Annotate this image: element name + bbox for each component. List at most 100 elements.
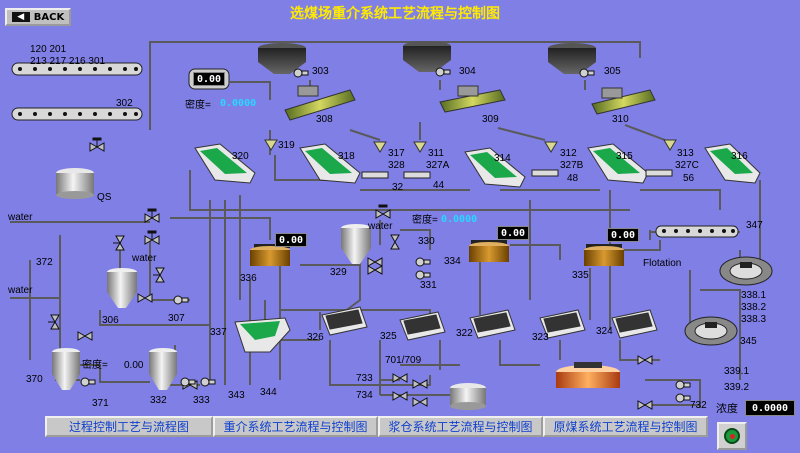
page-title: 选煤场重介系统工艺流程与控制图: [290, 6, 500, 22]
density-mid-value: 0.0000: [441, 214, 478, 225]
label-302: 302: [116, 98, 133, 109]
label-339-1: 339.1: [724, 366, 750, 377]
separators-small: [361, 169, 673, 179]
label-qs: QS: [97, 192, 112, 203]
label-330: 330: [418, 236, 435, 247]
back-label: BACK: [33, 11, 65, 23]
vessel-332: [149, 348, 177, 390]
label-322: 322: [456, 328, 473, 339]
bin-303: [258, 43, 306, 74]
label-306: 306: [102, 315, 119, 326]
bin-304: [403, 41, 451, 72]
label-310: 310: [612, 114, 629, 125]
concentration-label: 浓度: [716, 403, 738, 415]
label-304: 304: [459, 66, 476, 77]
concentration-display: 0.0000: [745, 400, 795, 416]
label-312: 312: [560, 148, 577, 159]
nav-dense-medium[interactable]: 重介系统工艺流程与控制图: [213, 416, 378, 437]
sump-334-display: 0.00: [497, 226, 529, 240]
bin-305: [548, 43, 596, 74]
density-mid-label: 密度=: [412, 215, 438, 226]
label-343: 343: [228, 390, 245, 401]
label-333: 333: [193, 395, 210, 406]
label-307: 307: [168, 313, 185, 324]
label-733: 733: [356, 373, 373, 384]
density-top-label: 密度=: [185, 100, 211, 111]
sump-336: [250, 244, 290, 266]
screen-316: [704, 143, 761, 184]
nav-process-control[interactable]: 过程控制工艺与流程图: [45, 416, 213, 437]
screen-325: [399, 311, 446, 341]
back-button[interactable]: ◀ BACK: [5, 8, 71, 26]
label-flotation: Flotation: [643, 258, 682, 269]
label-315: 315: [616, 151, 633, 162]
label-324: 324: [596, 326, 613, 337]
pumps: [80, 67, 691, 403]
stop-icon: [724, 428, 740, 444]
raw-coal-conveyor-301: [11, 62, 143, 76]
label-320: 320: [232, 151, 249, 162]
cyclone-309: [439, 85, 506, 113]
label-347: 347: [746, 220, 763, 231]
label-305: 305: [604, 66, 621, 77]
vessel-329: [341, 224, 371, 264]
screen-324: [611, 309, 658, 339]
filter-345: [684, 316, 738, 346]
label-323: 323: [532, 332, 549, 343]
screen-315: [587, 143, 649, 184]
label-water-2: water: [132, 253, 157, 264]
screen-314: [464, 147, 526, 188]
conveyor-numbers-row2: 213 217 216 301: [30, 56, 106, 67]
label-345: 345: [740, 336, 757, 347]
sieve-bends: [264, 139, 677, 153]
sump-336-display: 0.00: [275, 233, 307, 247]
label-313: 313: [677, 148, 694, 159]
sump-335-display: 0.00: [607, 228, 639, 242]
back-arrow-icon: ◀: [11, 12, 30, 22]
stop-button[interactable]: [717, 422, 747, 450]
screen-318: [299, 143, 361, 184]
label-311: 311: [428, 148, 444, 159]
conveyor-numbers-row1: 120 201: [30, 44, 67, 55]
label-331: 331: [420, 280, 437, 291]
label-701-709: 701/709: [385, 355, 422, 366]
screen-322: [469, 309, 516, 339]
top-meter-display: 0.00: [193, 72, 225, 86]
label-338-1: 338.1: [741, 290, 767, 301]
screen-323: [539, 309, 586, 339]
label-372: 372: [36, 257, 53, 268]
label-734: 734: [356, 390, 373, 401]
label-44: 44: [433, 180, 445, 191]
cyclone-310: [591, 87, 656, 115]
conveyor-302: [11, 107, 143, 121]
pipe-network: [10, 41, 761, 408]
vessel-370: [52, 348, 80, 390]
screen-337: [234, 317, 291, 353]
screen-320: [194, 143, 256, 184]
label-48: 48: [567, 173, 579, 184]
sump-334: [469, 240, 509, 262]
vessel-306: [107, 268, 137, 308]
label-316: 316: [731, 151, 748, 162]
label-309: 309: [482, 114, 499, 125]
sump-335: [584, 244, 624, 266]
thickener-hot: [556, 362, 620, 388]
label-337: 337: [210, 327, 227, 338]
nav-slurry-bin[interactable]: 浆仓系统工艺流程与控制图: [378, 416, 543, 437]
label-328: 328: [388, 160, 405, 171]
tank-701: [450, 383, 486, 410]
label-water-3: water: [8, 285, 33, 296]
label-335: 335: [572, 270, 589, 281]
label-329: 329: [330, 267, 347, 278]
nav-raw-coal[interactable]: 原煤系统工艺流程与控制图: [543, 416, 708, 437]
label-327B: 327B: [560, 160, 584, 171]
label-water-4: water: [368, 221, 393, 232]
filter-338: [719, 256, 773, 286]
label-339-2: 339.2: [724, 382, 750, 393]
label-338-3: 338.3: [741, 314, 767, 325]
label-308: 308: [316, 114, 333, 125]
tank-qs: [56, 168, 94, 199]
label-334: 334: [444, 256, 461, 267]
